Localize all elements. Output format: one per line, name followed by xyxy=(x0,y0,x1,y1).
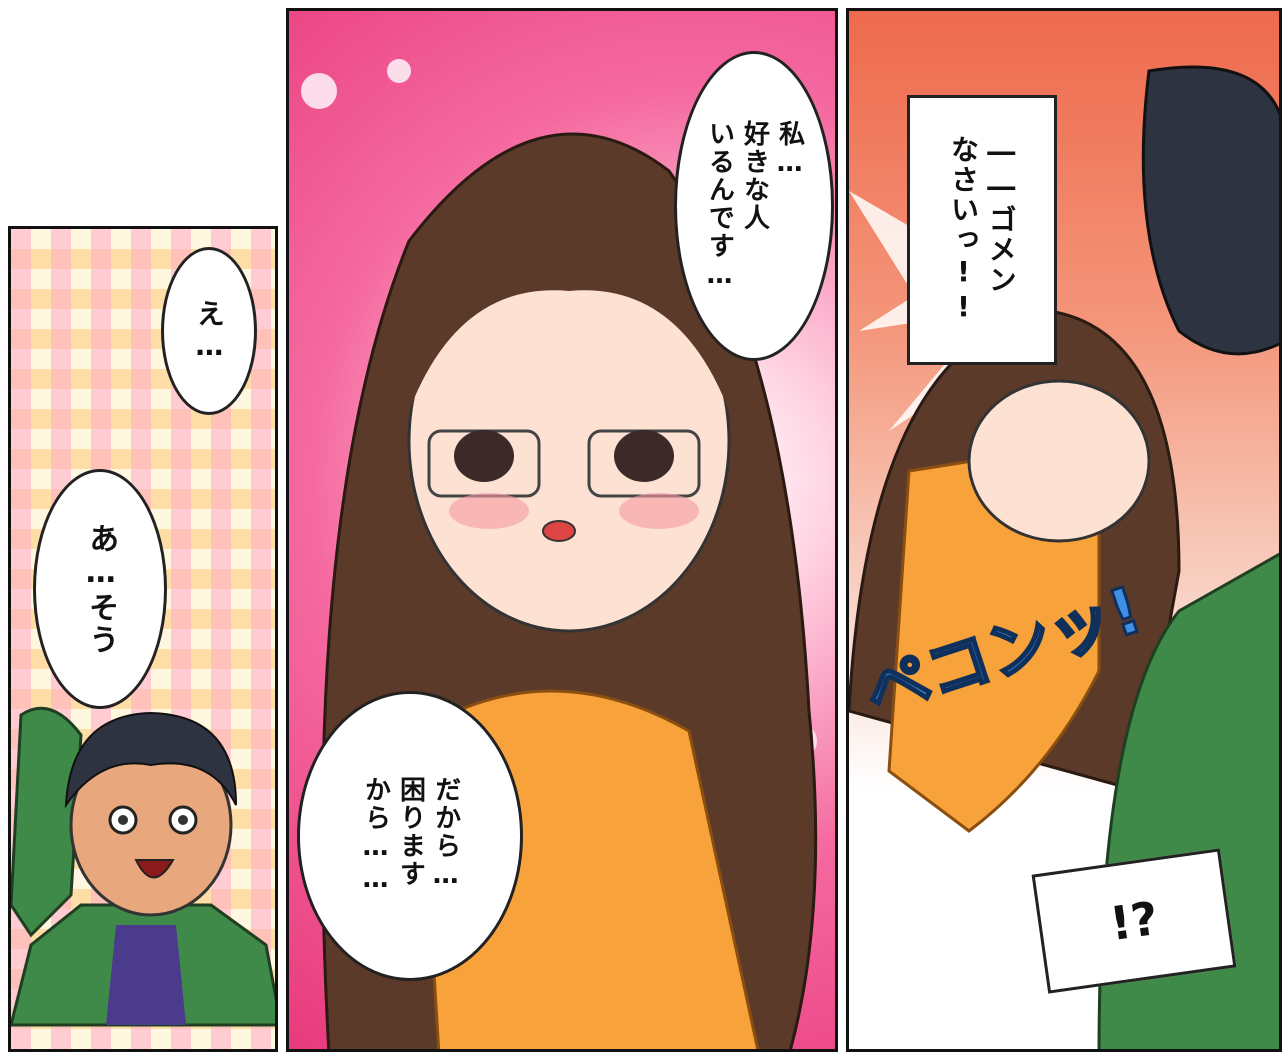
speech-text-e: え… xyxy=(192,298,226,364)
speech-bubble-ah-sou: あ…そう xyxy=(33,469,167,709)
panel-center: 私… 好きな人 いるんです… だから… 困ります から…… xyxy=(286,8,838,1052)
boy-illustration xyxy=(11,706,275,1027)
speech-text-komarimasu: だから… 困ります から…… xyxy=(360,776,461,896)
speech-bubble-e: え… xyxy=(161,247,257,415)
speech-bubble-komarimasu: だから… 困ります から…… xyxy=(297,691,523,981)
reaction-text: !? xyxy=(1106,890,1162,952)
speech-bubble-suki: 私… 好きな人 いるんです… xyxy=(674,51,834,361)
panel-left: え… あ…そう xyxy=(8,226,278,1052)
speech-text-suki: 私… 好きな人 いるんです… xyxy=(704,120,805,292)
speech-text-ah-sou: あ…そう xyxy=(83,522,119,656)
caption-text-gomen: ――ゴメン なさいっ!! xyxy=(947,135,1018,325)
caption-gomen: ――ゴメン なさいっ!! xyxy=(907,95,1057,365)
panel-right: ――ゴメン なさいっ!! ペコンッ! !? xyxy=(846,8,1282,1052)
